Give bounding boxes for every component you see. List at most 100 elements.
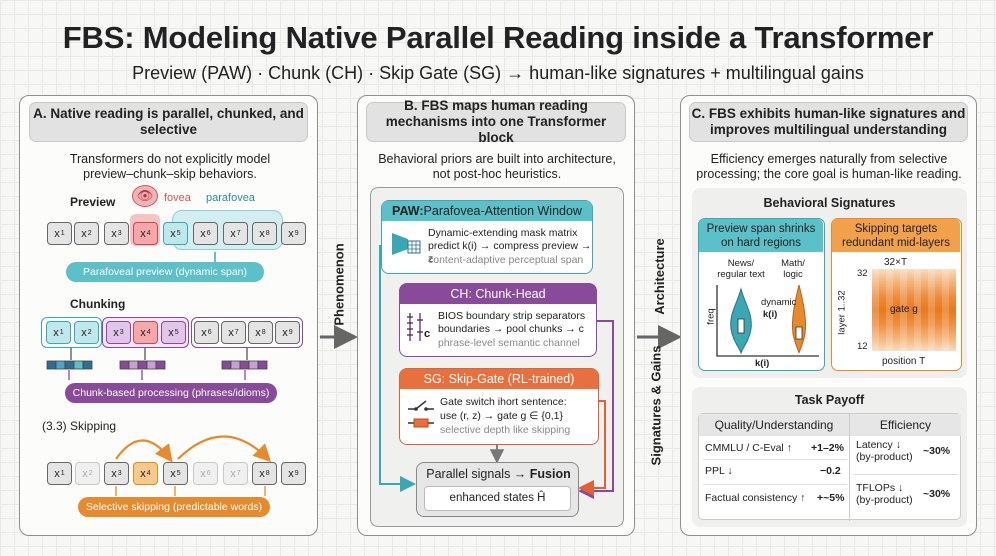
card2-xlabel: position T — [882, 356, 926, 367]
switch-icon — [408, 400, 434, 428]
efficiency-row-2-metric: TFLOPs ↓ (by-product) — [856, 482, 913, 506]
sg-line-1: Gate switch ihort sentence: — [440, 396, 567, 408]
signatures-label: Signatures & Gains — [648, 345, 664, 466]
efficiency-row-1-metric: Latency ↓ (by-product) — [856, 439, 913, 463]
quality-row-2-value: −0.2 — [820, 465, 841, 477]
signatures-title: Behavioral Signatures — [763, 196, 896, 210]
paw-line-2: predict k(i) → compress preview → z — [428, 240, 592, 265]
efficiency-row-1-value: ~30% — [923, 445, 951, 457]
quality-row-2-metric: PPL ↓ — [705, 465, 733, 477]
preview-pill: Parafoveal preview (dynamic span) — [66, 262, 264, 282]
card2-title: Skipping targets redundant mid-layers — [832, 219, 960, 252]
ch-title: CH: Chunk-Head — [400, 284, 596, 304]
chunk-icon — [407, 313, 423, 341]
ch-line-2: boundaries → pool chunks → c — [438, 323, 584, 335]
parafovea-label: parafovea — [206, 192, 255, 204]
panel-c: C. FBS exhibits human-like signatures an… — [680, 95, 977, 536]
eye-icon: 👁 — [132, 185, 158, 207]
page-subtitle: Preview (PAW) · Chunk (CH) · Skip Gate (… — [132, 63, 864, 83]
paw-line-3: content-adaptive perceptual span — [428, 254, 584, 266]
card1-news: News/ regular text — [717, 258, 765, 280]
fusion-output: enhanced states Ĥ — [424, 486, 571, 511]
card2-ylabel: layer 1..32 — [836, 290, 848, 335]
fusion-module: Parallel signals → Fusion enhanced state… — [416, 462, 579, 517]
quality-row-3-metric: Factual consistency ↑ — [705, 492, 806, 504]
phenomenon-label: Phenomenon — [331, 243, 347, 326]
skip-gate-module: SG: Skip-Gate (RL-trained) Gate switch i… — [399, 368, 599, 445]
ch-icon-letter: c — [424, 328, 431, 340]
panel-c-header: C. FBS exhibits human-like signatures an… — [689, 102, 968, 142]
ch-line-3: phrase-level semantic channel — [438, 337, 580, 349]
chunk-embeddings — [46, 348, 268, 380]
efficiency-header: Efficiency — [849, 414, 961, 436]
flow-arrows — [379, 245, 614, 499]
fusion-title: Parallel signals → Fusion — [426, 467, 571, 481]
card2-y32: 32 — [857, 268, 868, 279]
panel-a-header: A. Native reading is parallel, chunked, … — [29, 102, 308, 142]
quality-row-3-value: +~5% — [817, 492, 845, 504]
panel-b-header: B. FBS maps human reading mechanisms int… — [366, 98, 626, 145]
skipping-pill: Selective skipping (predictable words) — [78, 497, 270, 517]
panel-a: A. Native reading is parallel, chunked, … — [19, 95, 318, 536]
card1-math: Math/ logic — [781, 258, 805, 280]
quality-row-1-value: +1–2% — [811, 442, 844, 454]
paw-title: PAW: Parafovea-Attention Window — [382, 201, 592, 221]
heatmap — [872, 269, 956, 351]
funnel-icon — [392, 233, 421, 255]
paw-module: PAW: Parafovea-Attention Window Dynamic-… — [381, 200, 593, 274]
skip-arrows — [115, 435, 272, 496]
paw-line-1: Dynamic-extending mask matrix — [428, 227, 578, 239]
card2-gate: gate g — [890, 304, 918, 315]
quality-header: Quality/Understanding — [699, 414, 849, 436]
chunk-box-3 — [191, 317, 303, 348]
architecture-label: Architecture — [651, 238, 667, 315]
card2-top: 32×T — [884, 257, 908, 268]
card1-title: Preview span shrinks on hard regions — [699, 219, 823, 252]
skipping-label: (3.3) Skipping — [42, 419, 117, 433]
panel-c-intro: Efficiency emerges naturally from select… — [696, 152, 962, 181]
panel-a-intro: Transformers do not explicitly model pre… — [69, 152, 271, 181]
card1-dynamic: dynamic — [761, 297, 797, 308]
efficiency-row-2-value: ~30% — [923, 488, 951, 500]
card1-xaxis: k(i) — [755, 358, 770, 369]
card2-y12: 12 — [857, 341, 868, 352]
chunking-pill: Chunk-based processing (phrases/idioms) — [65, 383, 277, 403]
sg-line-3: selective depth like skipping — [440, 424, 571, 436]
sg-line-2: use (r, z) → gate g ∈ {0,1} — [440, 410, 563, 422]
payoff-table: Quality/Understanding Efficiency CMMLU /… — [698, 413, 961, 521]
violin-plot — [716, 284, 819, 357]
table-divider — [849, 436, 850, 521]
chunk-box-1 — [41, 317, 102, 348]
card1-k: k(i) — [763, 309, 778, 320]
fovea-label: fovea — [164, 192, 191, 204]
panel-b-intro: Behavioral priors are built into archite… — [378, 152, 616, 181]
ch-line-1: BIOS boundary strip separators — [438, 310, 586, 322]
card-preview-span: Preview span shrinks on hard regions New… — [698, 218, 825, 371]
preview-label: Preview — [70, 195, 116, 209]
page-title: FBS: Modeling Native Parallel Reading in… — [62, 20, 934, 55]
